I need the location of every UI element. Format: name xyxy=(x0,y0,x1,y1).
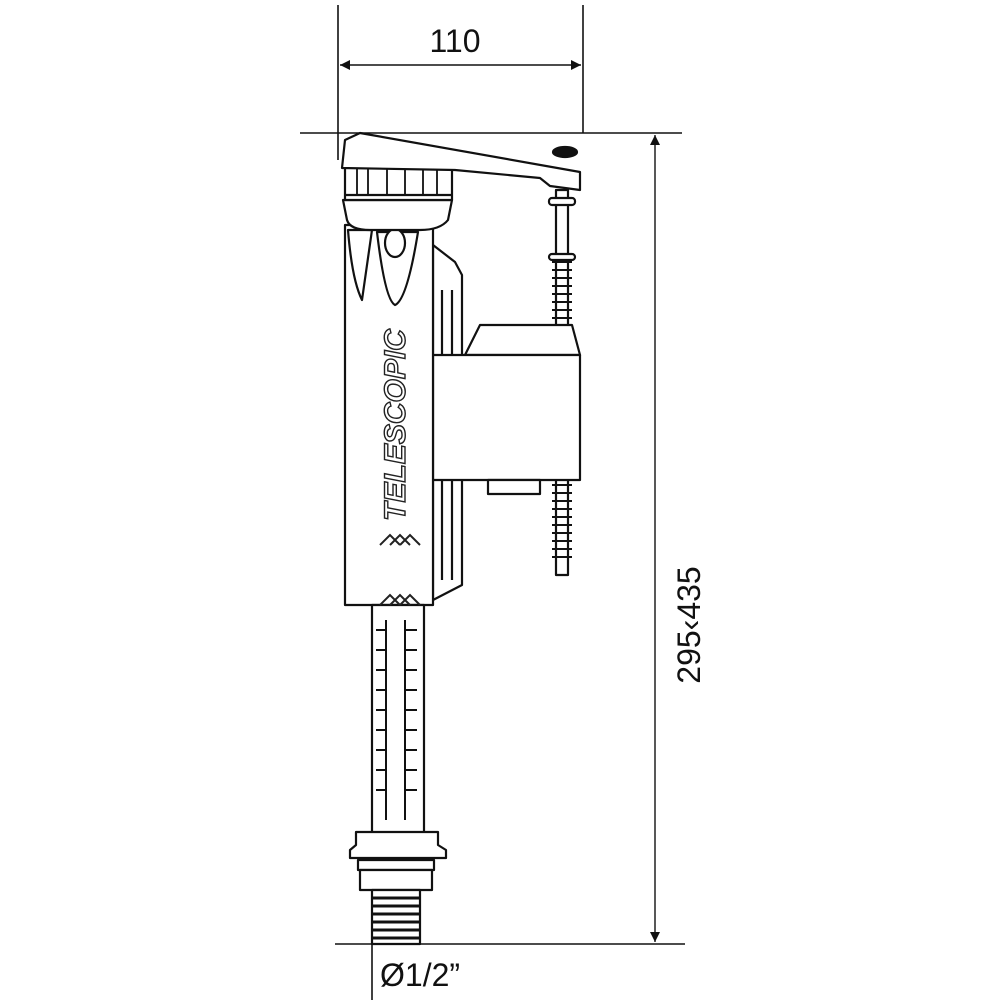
lock-nut xyxy=(358,868,434,892)
float xyxy=(431,353,582,482)
brand-label: TELESCOPIC xyxy=(379,328,412,521)
telescopic-stem xyxy=(370,603,426,835)
base-flange xyxy=(348,830,448,860)
lever-arm xyxy=(340,131,582,192)
chevron-icon xyxy=(379,533,421,606)
width-label: 110 xyxy=(429,23,480,59)
thread-label: Ø1/2” xyxy=(380,957,460,993)
height-label: 295‹435 xyxy=(671,566,707,683)
float-top xyxy=(463,323,582,357)
valve-body xyxy=(340,131,582,946)
width-dimension xyxy=(337,5,584,160)
